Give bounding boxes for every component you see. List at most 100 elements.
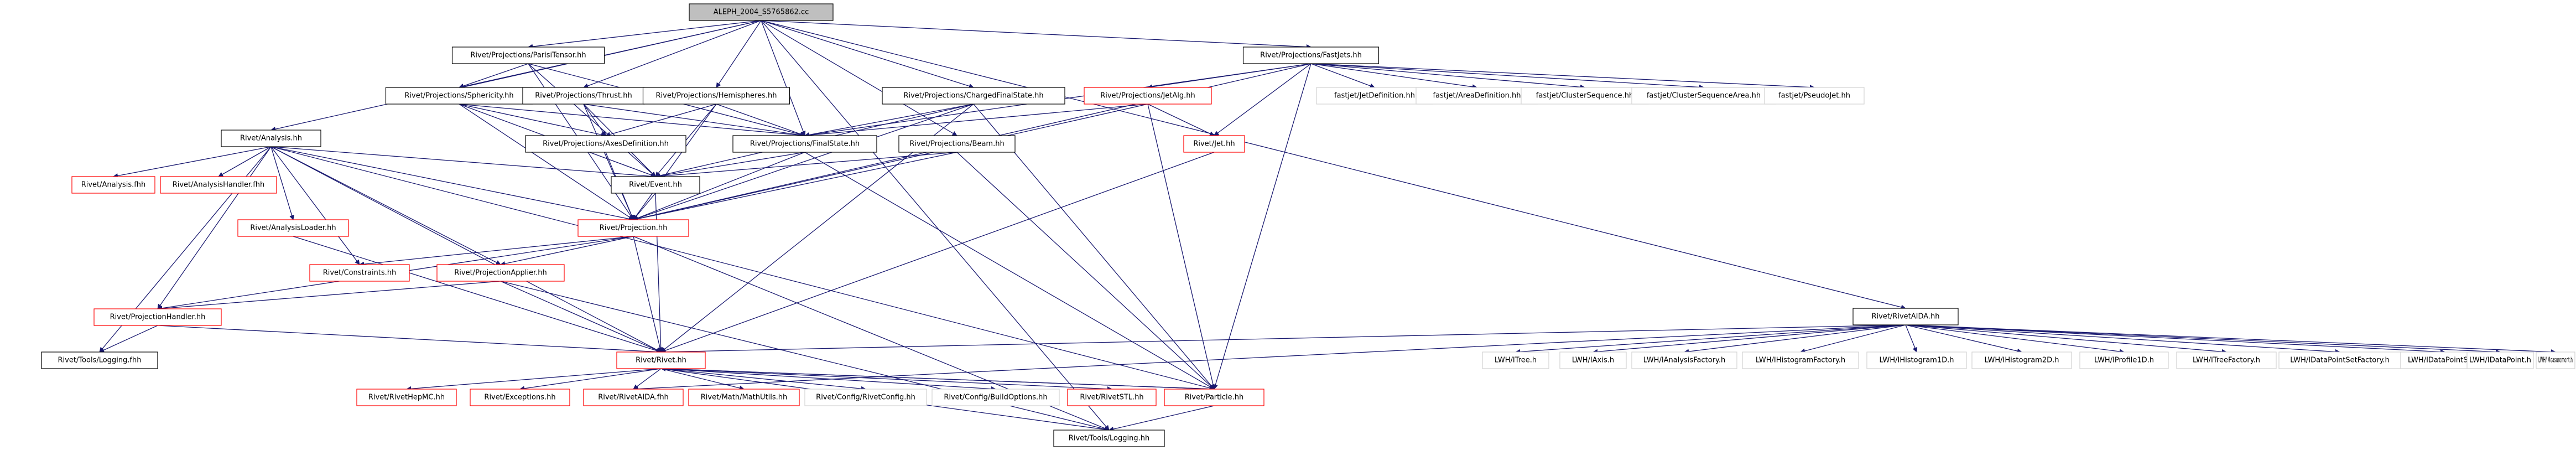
node-analysisfhh[interactable]: Rivet/Analysis.fhh [71,176,155,194]
node-thrust[interactable]: Rivet/Projections/Thrust.hh [522,87,645,105]
node-box [2079,351,2169,369]
node-fj_clseq[interactable]: fastjet/ClusterSequence.hh [1521,87,1649,105]
node-sphericity[interactable]: Rivet/Projections/Sphericity.hh [385,87,533,105]
node-rivetaida[interactable]: Rivet/RivetAIDA.hh [1852,308,1959,325]
node-lwh_hf[interactable]: LWH/IHistogramFactory.h [1742,351,1859,369]
edge-line [633,152,805,221]
edge-jetalg-to-jet [1147,104,1215,136]
node-label: fastjet/PseudoJet.hh [1778,92,1850,100]
edge-root-to-parisi [528,20,762,49]
node-rivetaidafhh[interactable]: Rivet/RivetAIDA.fhh [583,389,684,406]
node-particle[interactable]: Rivet/Particle.hh [1164,389,1264,406]
edge-line [528,20,762,49]
edge-root-to-thrust [583,20,762,89]
node-parisi[interactable]: Rivet/Projections/ParisiTensor.hh [451,46,605,64]
edge-line [500,236,634,266]
node-jet[interactable]: Rivet/Jet.hh [1183,135,1245,153]
edge-chargedfs-to-projection [633,104,974,221]
edge-line [655,152,957,179]
node-label: fastjet/ClusterSequence.hh [1536,92,1633,100]
edge-projection-to-projapplier [500,236,634,266]
node-mathutils[interactable]: Rivet/Math/MathUtils.hh [688,389,800,406]
node-lwh_h1[interactable]: LWH/IHistogram1D.h [1866,351,1967,369]
node-finalstate[interactable]: Rivet/Projections/FinalState.hh [732,135,877,153]
node-label: LWH/IDataPointSet.h [2408,356,2482,365]
node-lwh_af[interactable]: LWH/IAnalysisFactory.h [1631,351,1737,369]
edge-line [157,325,662,355]
node-lwh_h2[interactable]: LWH/IHistogram2D.h [1971,351,2072,369]
node-rivetstl[interactable]: Rivet/RivetSTL.hh [1067,389,1157,406]
node-box [583,389,684,406]
node-label: Rivet/Projections/ParisiTensor.hh [470,51,586,60]
edge-line [293,236,662,353]
edge-fastjets-to-fj_clseqarea [1310,63,1704,90]
node-lwh_tree[interactable]: LWH/ITree.h [1482,351,1549,369]
node-lwh_dpsf[interactable]: LWH/IDataPointSetFactory.h [2278,351,2401,369]
node-fj_areadef[interactable]: fastjet/AreaDefinition.hh [1416,87,1538,105]
node-analysishandlerfhh[interactable]: Rivet/AnalysisHandler.fhh [160,176,277,194]
edge-line [1905,324,2556,355]
node-box [1067,389,1157,406]
edge-line [660,368,996,392]
node-axesdef[interactable]: Rivet/Projections/AxesDefinition.hh [525,135,686,153]
edge-line [528,63,656,177]
edge-line [459,104,606,137]
node-label: Rivet/Projections/Beam.hh [909,140,1004,148]
node-box [71,176,155,194]
edge-line [660,366,1215,390]
node-fj_jetdef[interactable]: fastjet/JetDefinition.hh [1316,87,1433,105]
node-lwh_dp[interactable]: LWH/IDataPoint.h [2466,351,2534,369]
edge-chargedfs-to-finalstate [804,104,974,137]
edge-line [660,324,1906,355]
node-label: LWH/IHistogramFactory.h [1756,356,1845,365]
node-rivethepmc[interactable]: Rivet/RivetHepMC.hh [356,389,457,406]
node-label: Rivet/Projections/Hemispheres.hh [655,92,777,100]
node-beam[interactable]: Rivet/Projections/Beam.hh [898,135,1016,153]
node-toolslogfhh[interactable]: Rivet/Tools/Logging.fhh [41,351,158,369]
node-rivetconfig[interactable]: Rivet/Config/RivetConfig.hh [804,389,927,406]
node-lwh_axis[interactable]: LWH/IAxis.h [1559,351,1627,369]
node-lwh_tf[interactable]: LWH/ITreeFactory.h [2176,351,2277,369]
node-buildoptions[interactable]: Rivet/Config/BuildOptions.hh [931,389,1060,406]
node-fastjets[interactable]: Rivet/Projections/FastJets.hh [1242,46,1380,64]
edge-analysis-to-analysishandlerfhh [218,146,272,177]
node-toolsloghh[interactable]: Rivet/Tools/Logging.hh [1053,430,1165,447]
node-exceptions[interactable]: Rivet/Exceptions.hh [470,389,570,406]
edge-line [500,281,662,353]
edge-jetalg-to-particle [1147,104,1216,390]
node-analysisloader[interactable]: Rivet/AnalysisLoader.hh [237,219,349,237]
node-label: Rivet/Analysis.hh [240,135,302,143]
edge-line [633,368,662,390]
edge-root-to-rivetaida [761,20,1906,310]
node-hemispheres[interactable]: Rivet/Projections/Hemispheres.hh [642,87,790,105]
edge-line [1515,324,1906,354]
edge-projapplier-to-projhandler [157,281,501,311]
node-box [1482,351,1549,369]
node-projapplier[interactable]: Rivet/ProjectionApplier.hh [436,264,565,282]
node-lwh_meas[interactable]: LWH/IMeasurement.h [2536,351,2575,369]
node-box [525,135,686,153]
edge-line [99,325,158,353]
node-analysis[interactable]: Rivet/Analysis.hh [221,130,321,147]
node-label: Rivet/Projections/AxesDefinition.hh [543,140,669,148]
node-projhandler[interactable]: Rivet/ProjectionHandler.hh [93,308,222,326]
node-fj_clseqarea[interactable]: fastjet/ClusterSequenceArea.hh [1631,87,1776,105]
node-box [1866,351,1967,369]
node-root[interactable]: ALEPH_2004_S5765862.cc [689,3,834,21]
node-constraints[interactable]: Rivet/Constraints.hh [309,264,410,282]
node-jetalg[interactable]: Rivet/Projections/JetAlg.hh [1084,87,1212,105]
edge-line [270,146,662,353]
edge-line [583,20,762,89]
node-chargedfs[interactable]: Rivet/Projections/ChargedFinalState.hh [882,87,1065,105]
node-label: Rivet/ProjectionApplier.hh [454,269,547,277]
node-label: Rivet/Projections/Thrust.hh [535,92,632,100]
node-event[interactable]: Rivet/Event.hh [611,176,700,194]
node-box [470,389,570,406]
node-fj_pseudojet[interactable]: fastjet/PseudoJet.hh [1764,87,1865,105]
node-rivethh[interactable]: Rivet/Rivet.hh [616,351,706,369]
edge-sphericity-to-finalstate [459,104,805,138]
node-projection[interactable]: Rivet/Projection.hh [577,219,689,237]
node-box [732,135,877,153]
node-lwh_p1[interactable]: LWH/IProfile1D.h [2079,351,2169,369]
